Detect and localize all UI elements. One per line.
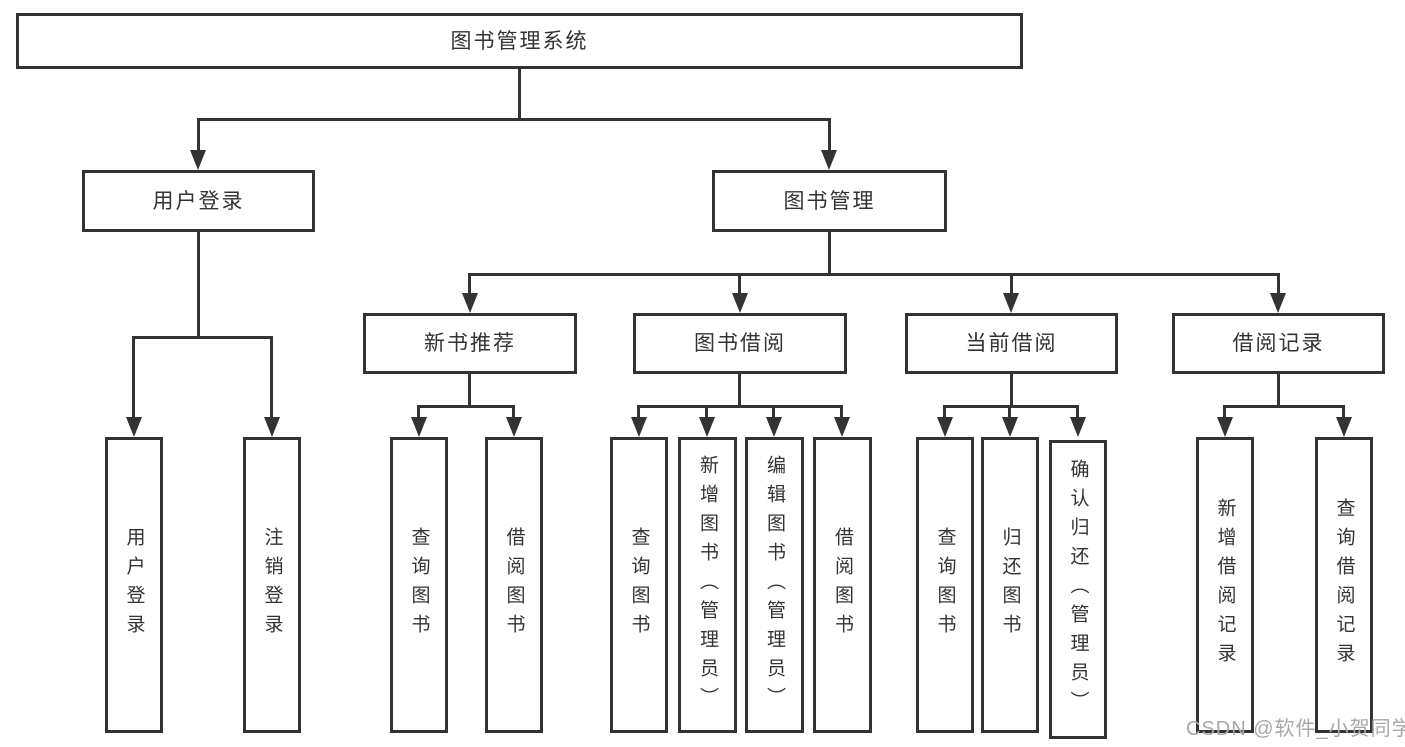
arrow-down-icon xyxy=(506,417,522,437)
connector-line xyxy=(1076,405,1079,420)
leaf-search-book: 查询图书 xyxy=(916,437,974,733)
leaf-return-book: 归还图书 xyxy=(981,437,1039,733)
leaf-label: 用户登录 xyxy=(123,527,145,643)
leaf-search-book: 查询图书 xyxy=(610,437,668,733)
arrow-down-icon xyxy=(190,150,206,170)
leaf-label: 注销登录 xyxy=(261,527,283,643)
arrow-down-icon xyxy=(937,417,953,437)
connector-line xyxy=(417,405,515,408)
arrow-down-icon xyxy=(631,417,647,437)
watermark: CSDN @软件_小贺同学 xyxy=(1186,718,1405,740)
leaf-label: 归还图书 xyxy=(999,527,1021,643)
connector-line xyxy=(1342,405,1345,420)
connector-line xyxy=(132,338,135,420)
leaf-label: 新增图书（管理员） xyxy=(697,454,718,716)
arrow-down-icon xyxy=(1270,293,1286,313)
arrow-down-icon xyxy=(1002,417,1018,437)
connector-line xyxy=(197,118,831,121)
connector-line xyxy=(512,405,515,420)
arrow-down-icon xyxy=(1070,417,1086,437)
leaf-label: 查询图书 xyxy=(408,527,430,643)
connector-line xyxy=(772,405,775,420)
connector-line xyxy=(1277,275,1280,296)
leaf-label: 借阅图书 xyxy=(503,527,525,643)
arrow-down-icon xyxy=(834,417,850,437)
connector-line xyxy=(1223,405,1226,420)
connector-line xyxy=(1010,275,1013,296)
connector-line xyxy=(828,120,831,152)
leaf-confirm-return-admin: 确认归还（管理员） xyxy=(1049,440,1107,739)
connector-line xyxy=(738,374,741,408)
connector-line xyxy=(132,336,273,339)
connector-line xyxy=(197,232,200,339)
connector-line xyxy=(1008,405,1011,420)
arrow-down-icon xyxy=(1003,293,1019,313)
arrow-down-icon xyxy=(462,293,478,313)
connector-line xyxy=(1223,405,1345,408)
node-new-book-recommend: 新书推荐 xyxy=(363,313,577,374)
node-current-borrow: 当前借阅 xyxy=(905,313,1118,374)
connector-line xyxy=(637,405,843,408)
connector-line xyxy=(197,120,200,152)
connector-line xyxy=(417,405,420,420)
connector-line xyxy=(1277,374,1280,408)
leaf-label: 借阅图书 xyxy=(832,527,853,643)
leaf-label: 查询图书 xyxy=(934,527,956,643)
connector-line xyxy=(468,275,471,296)
connector-line xyxy=(468,273,1280,276)
connector-line xyxy=(1010,374,1013,408)
leaf-edit-book-admin: 编辑图书（管理员） xyxy=(745,437,804,733)
arrow-down-icon xyxy=(1336,417,1352,437)
connector-line xyxy=(270,338,273,420)
arrow-down-icon xyxy=(821,150,837,170)
leaf-label: 新增借阅记录 xyxy=(1214,498,1236,672)
leaf-label: 查询图书 xyxy=(628,527,650,643)
connector-line xyxy=(943,405,946,420)
node-user-login: 用户登录 xyxy=(82,170,315,232)
leaf-search-borrow-record: 查询借阅记录 xyxy=(1315,437,1373,733)
leaf-add-book-admin: 新增图书（管理员） xyxy=(678,437,737,733)
leaf-label: 确认归还（管理员） xyxy=(1067,459,1089,720)
node-book-management-system: 图书管理系统 xyxy=(16,13,1023,69)
connector-line xyxy=(828,232,831,276)
leaf-logout: 注销登录 xyxy=(243,437,301,733)
arrow-down-icon xyxy=(699,417,715,437)
connector-line xyxy=(738,275,741,296)
leaf-user-login: 用户登录 xyxy=(105,437,163,733)
connector-line xyxy=(637,405,640,420)
arrow-down-icon xyxy=(766,417,782,437)
connector-line xyxy=(943,405,1079,408)
arrow-down-icon xyxy=(1217,417,1233,437)
connector-line xyxy=(468,374,471,408)
node-book-borrow: 图书借阅 xyxy=(633,313,847,374)
connector-line xyxy=(518,69,521,121)
leaf-borrow-book: 借阅图书 xyxy=(485,437,543,733)
leaf-add-borrow-record: 新增借阅记录 xyxy=(1196,437,1254,733)
leaf-search-book: 查询图书 xyxy=(390,437,448,733)
node-borrow-records: 借阅记录 xyxy=(1172,313,1385,374)
leaf-label: 查询借阅记录 xyxy=(1333,498,1355,672)
arrow-down-icon xyxy=(264,417,280,437)
node-book-management: 图书管理 xyxy=(712,170,947,232)
arrow-down-icon xyxy=(732,293,748,313)
arrow-down-icon xyxy=(126,417,142,437)
connector-line xyxy=(705,405,708,420)
leaf-label: 编辑图书（管理员） xyxy=(764,454,785,716)
arrow-down-icon xyxy=(411,417,427,437)
connector-line xyxy=(840,405,843,420)
leaf-borrow-book: 借阅图书 xyxy=(813,437,872,733)
